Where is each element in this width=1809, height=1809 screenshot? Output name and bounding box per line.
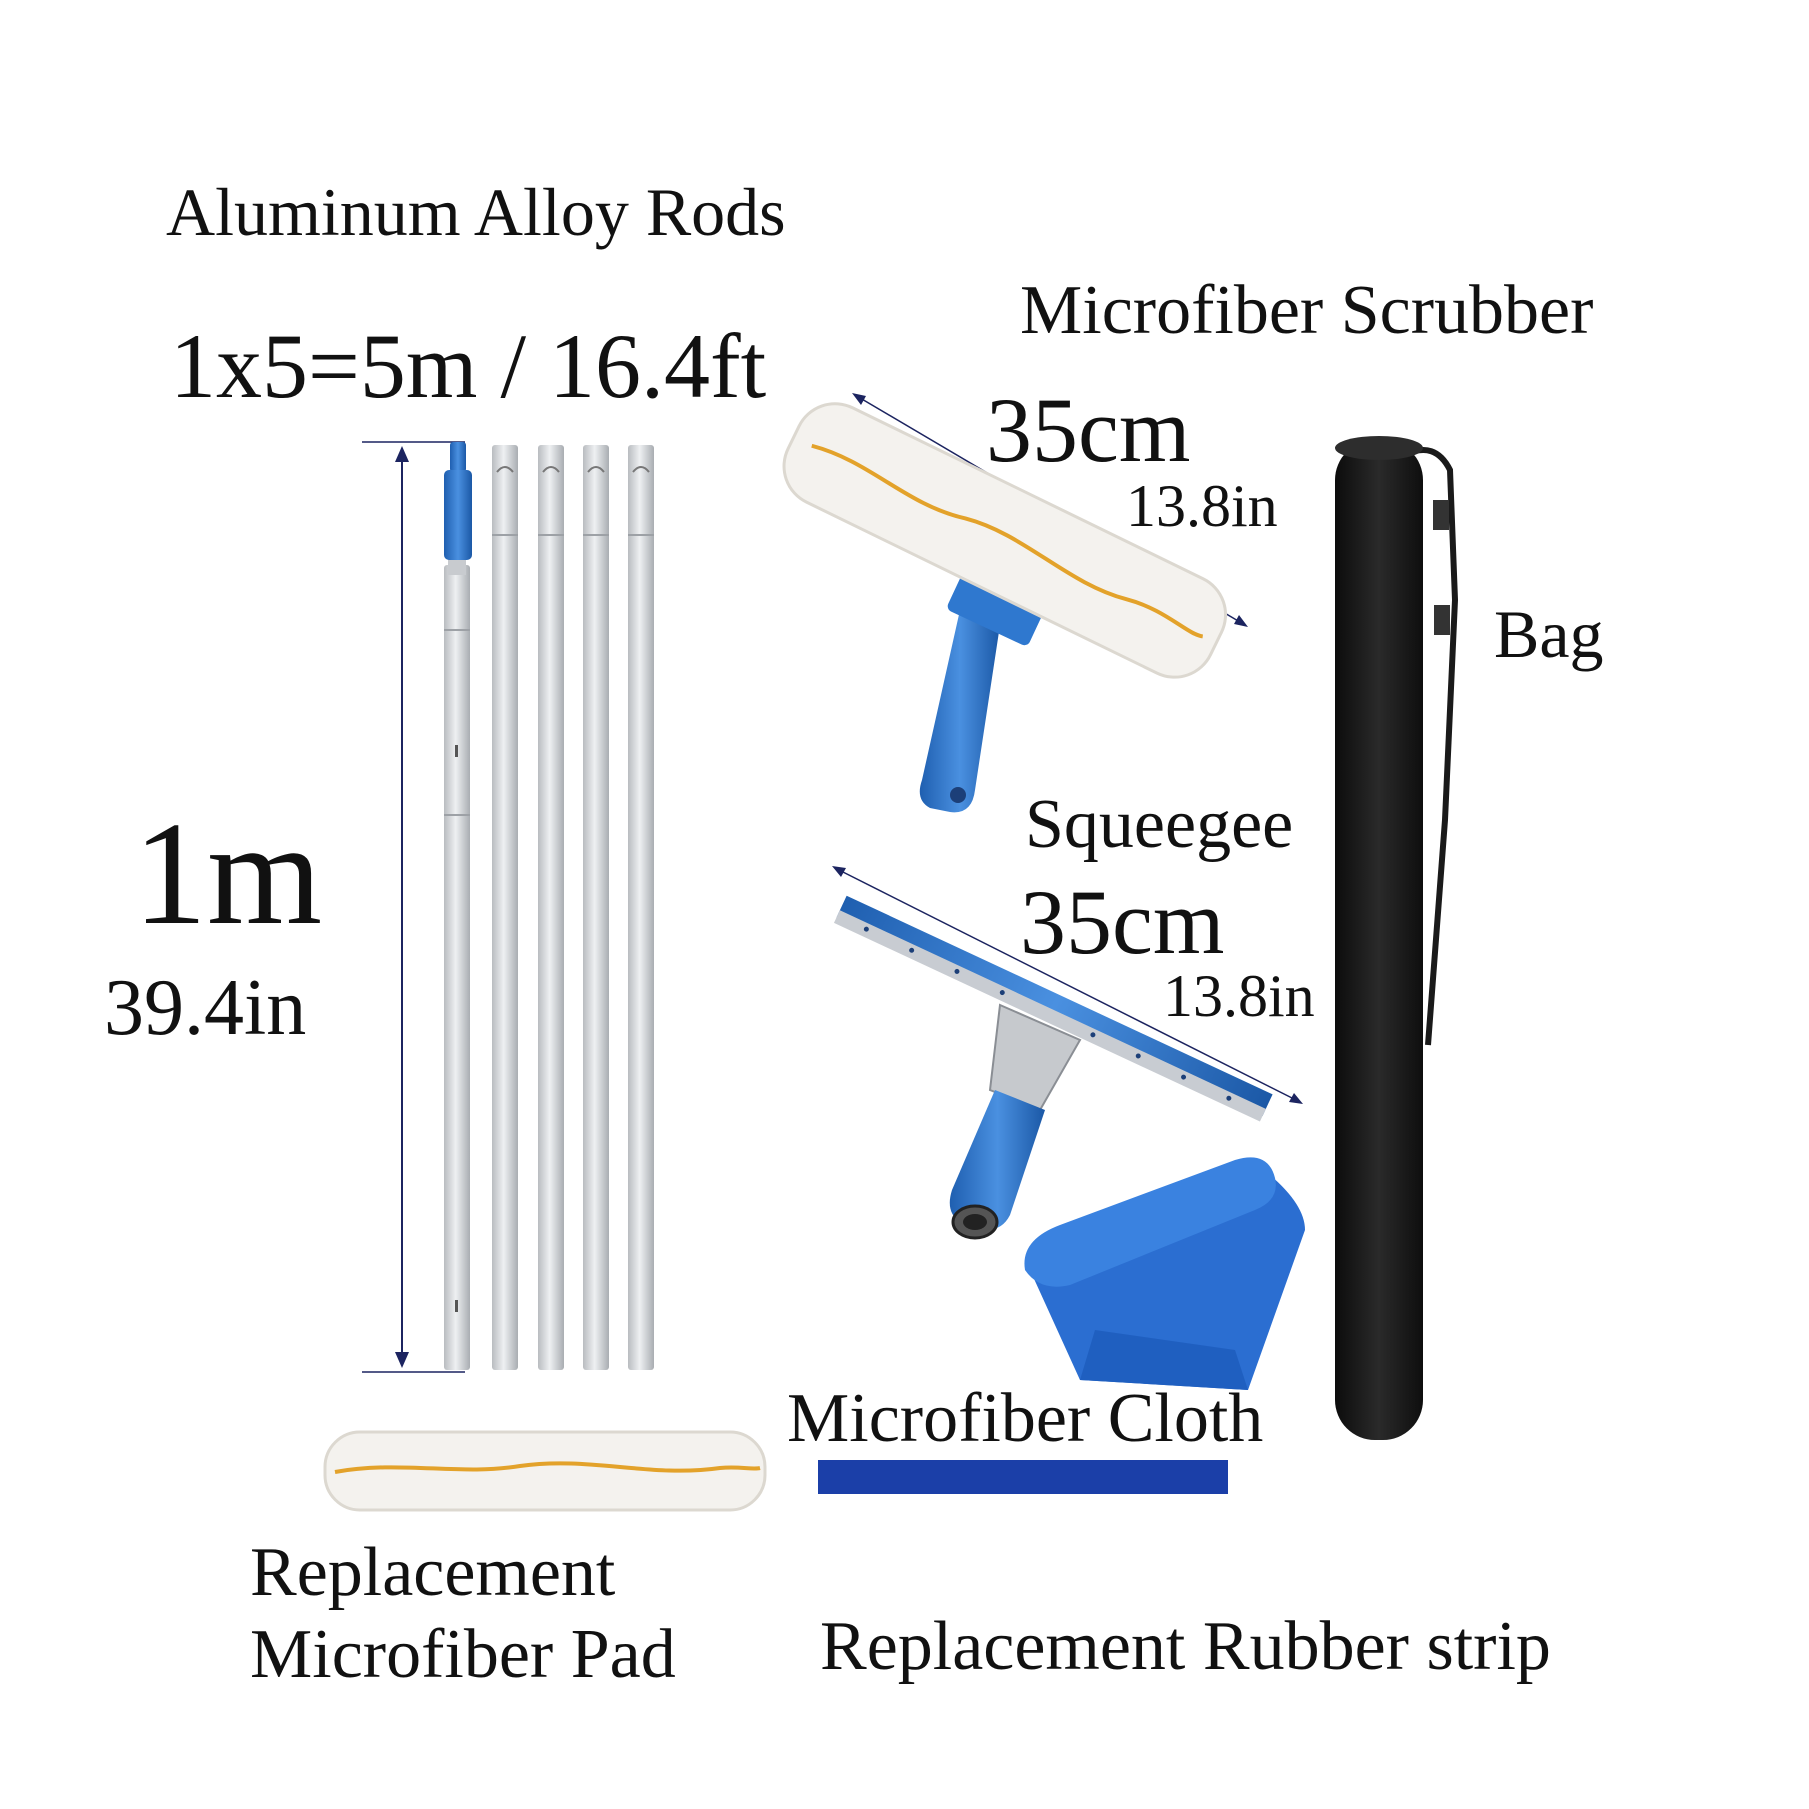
aluminum-rod-2	[492, 445, 518, 1370]
rod-length-in: 39.4in	[104, 964, 307, 1052]
replacement-microfiber-pad	[323, 1430, 767, 1512]
rod-dimension-line	[362, 441, 465, 1373]
rubber-strip-label: Replacement Rubber strip	[820, 1608, 1551, 1685]
bag-label: Bag	[1494, 596, 1604, 672]
scrubber-title: Microfiber Scrubber	[1020, 272, 1594, 349]
squeegee-size-cm: 35cm	[1020, 871, 1225, 973]
carry-bag	[1335, 436, 1459, 1440]
rods-title: Aluminum Alloy Rods	[166, 174, 786, 250]
rods-size: 1x5=5m / 16.4ft	[170, 315, 767, 417]
cloth-label: Microfiber Cloth	[787, 1380, 1264, 1457]
squeegee-size-in: 13.8in	[1163, 963, 1315, 1029]
squeegee-title: Squeegee	[1025, 786, 1294, 863]
replacement-rubber-strip	[818, 1460, 1228, 1494]
aluminum-rod-3	[538, 445, 564, 1370]
squeegee-dimension-line	[832, 866, 1303, 1104]
aluminum-rod-4	[583, 445, 609, 1370]
scrubber-size-cm: 35cm	[986, 379, 1191, 481]
scrubber-size-in: 13.8in	[1126, 473, 1278, 539]
aluminum-rod-telescopic	[444, 442, 472, 1370]
microfiber-scrubber	[782, 402, 1228, 813]
pad-label-line2: Microfiber Pad	[250, 1616, 676, 1693]
aluminum-rod-5	[628, 445, 654, 1370]
rod-length-m: 1m	[133, 792, 323, 956]
squeegee	[833, 895, 1273, 1240]
pad-label-line1: Replacement	[250, 1534, 616, 1611]
microfiber-cloth	[1024, 1157, 1305, 1390]
